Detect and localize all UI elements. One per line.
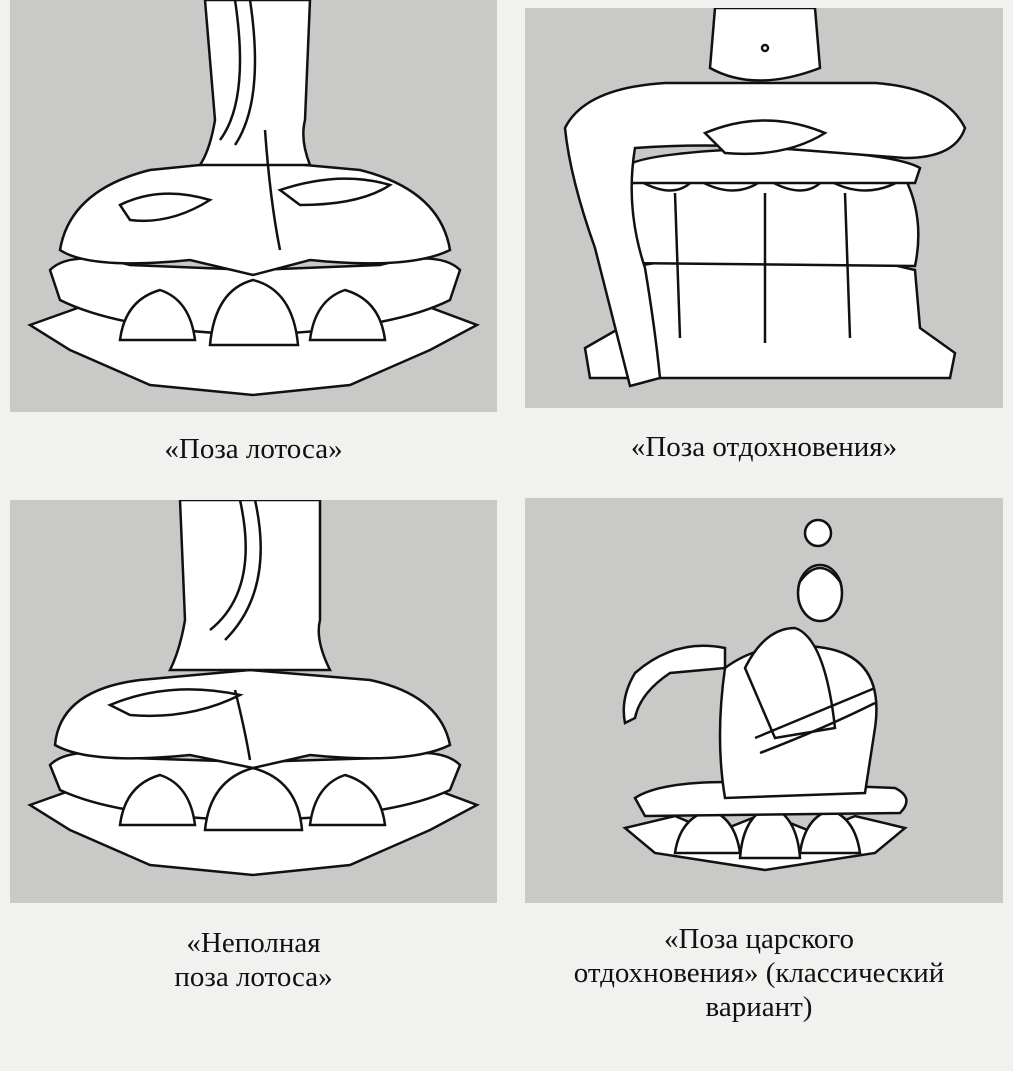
lotus-pose-caption: «Поза лотоса» (164, 433, 343, 465)
half-lotus-pose-caption: «Неполная поза лотоса» (10, 926, 497, 994)
relaxation-pose-illustration (525, 8, 1003, 408)
caption-line: «Неполная (186, 927, 321, 959)
half-lotus-pose-illustration (10, 500, 497, 903)
caption-line: вариант) (705, 991, 813, 1023)
lotus-pose-illustration (10, 0, 497, 412)
caption-line: поза лотоса» (174, 961, 333, 993)
caption-line: отдохновения» (классический (573, 957, 945, 989)
royal-ease-pose-caption: «Поза царского отдохновения» (классическ… (505, 922, 1013, 1024)
relaxation-pose-caption: «Поза отдохновения» (630, 431, 898, 463)
caption-line: «Поза царского (663, 923, 855, 955)
royal-ease-pose-illustration (525, 498, 1003, 903)
